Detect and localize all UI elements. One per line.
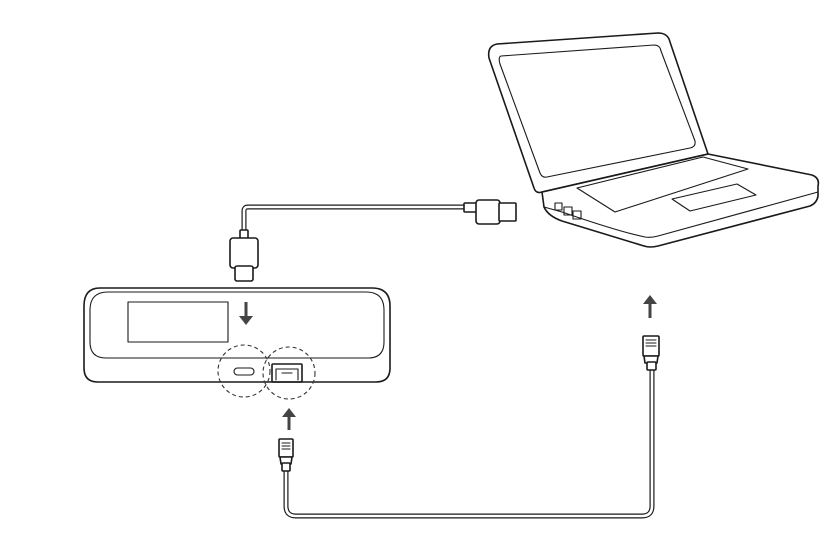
ethernet-port-highlight	[262, 346, 316, 400]
usb-port-highlight	[217, 344, 271, 398]
laptop	[487, 32, 820, 248]
laptop-lid	[487, 32, 709, 194]
usb-cable-wire-inner	[242, 205, 473, 236]
laptop-port-3	[572, 210, 582, 220]
arrow-up-icon	[282, 408, 296, 430]
ethernet-port	[271, 363, 303, 383]
laptop-base-edge	[543, 191, 819, 238]
usb-cable-wire-outer	[241, 204, 474, 237]
router-body	[83, 287, 391, 383]
ethernet-cable-wire-inner	[284, 365, 654, 518]
arrow-up-icon-laptop	[643, 295, 657, 318]
router-top-face	[89, 291, 385, 359]
laptop-port-2	[563, 206, 573, 216]
arrow-down-icon	[239, 302, 253, 325]
ethernet-cable-wire-outer	[283, 364, 655, 519]
usb-c-plug	[229, 229, 259, 282]
usb-a-plug	[463, 199, 517, 225]
laptop-base	[541, 153, 820, 248]
laptop-keyboard	[576, 156, 749, 213]
usb-port	[233, 367, 255, 376]
rj45-plug-laptop	[642, 335, 660, 371]
laptop-side-ports	[554, 202, 582, 220]
mobile-router	[83, 287, 391, 383]
router-screen	[127, 301, 229, 343]
laptop-port-1	[554, 202, 563, 211]
laptop-touchpad	[671, 183, 757, 212]
ethernet-cable	[278, 295, 660, 519]
laptop-display	[498, 44, 696, 178]
rj45-plug-router	[278, 438, 294, 472]
usb-cable	[229, 199, 517, 282]
